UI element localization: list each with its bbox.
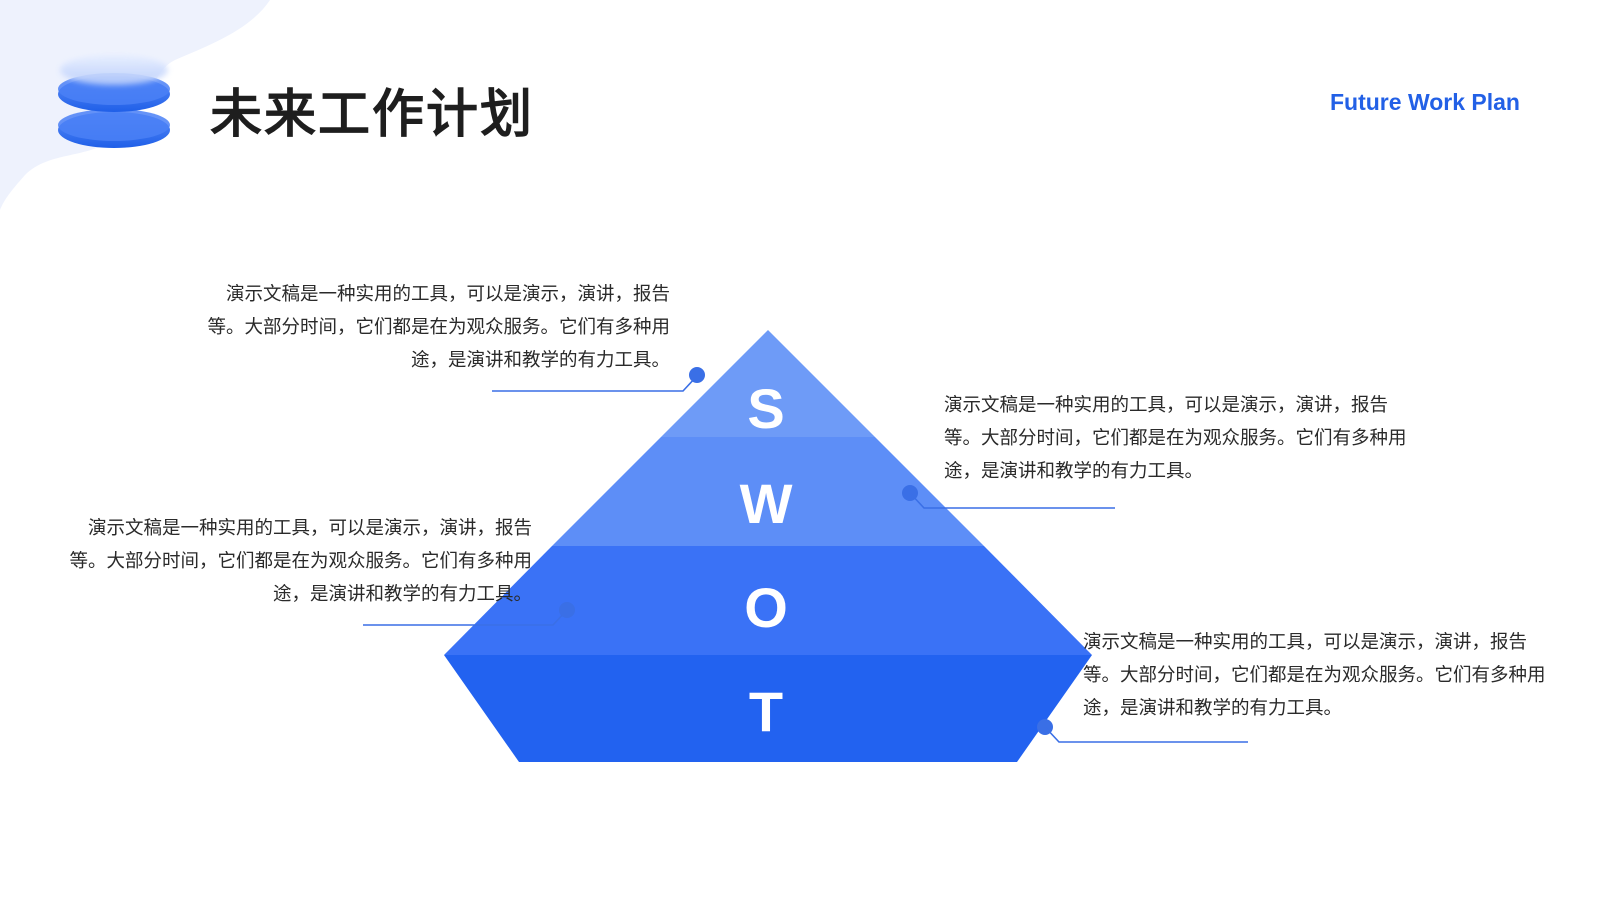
tier-letter-s: S <box>747 377 784 440</box>
pyramid-tier-t-fill <box>519 655 1017 762</box>
pyramid-tier-w <box>552 437 984 546</box>
pyramid-tier-o <box>444 546 1092 655</box>
page-subtitle: Future Work Plan <box>1330 89 1520 115</box>
stacked-layers-icon <box>58 55 170 148</box>
tier-letter-w: W <box>740 472 793 535</box>
connector-w <box>902 485 1115 509</box>
callout-text-w: 演示文稿是一种实用的工具，可以是演示，演讲，报告等。大部分时间，它们都是在为观众… <box>944 395 1407 482</box>
connector-s <box>492 367 705 392</box>
callout-text-s: 演示文稿是一种实用的工具，可以是演示，演讲，报告等。大部分时间，它们都是在为观众… <box>207 284 670 371</box>
connector-o <box>363 602 575 626</box>
tier-letter-o: O <box>744 576 788 639</box>
pyramid-tier-s <box>661 330 875 437</box>
callout-text-o: 演示文稿是一种实用的工具，可以是演示，演讲，报告等。大部分时间，它们都是在为观众… <box>69 518 532 605</box>
tier-letter-t: T <box>749 680 783 743</box>
page-title: 未来工作计划 <box>210 85 535 145</box>
callout-text-t: 演示文稿是一种实用的工具，可以是演示，演讲，报告等。大部分时间，它们都是在为观众… <box>1083 632 1546 719</box>
connector-t <box>1037 719 1248 743</box>
